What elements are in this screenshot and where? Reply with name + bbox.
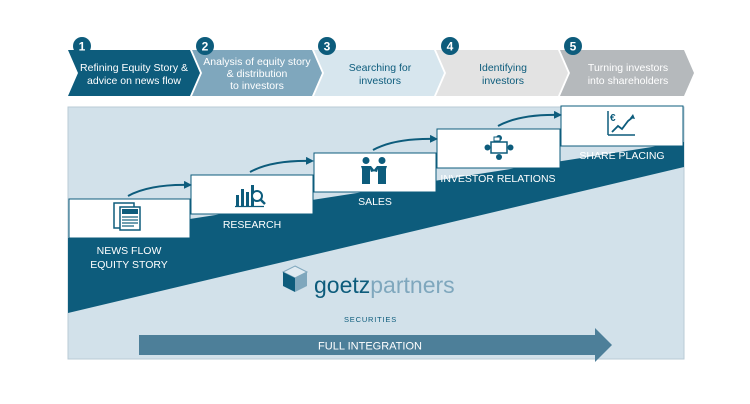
- stage-box-research: [190, 174, 314, 215]
- step-1-number: 1: [79, 40, 86, 54]
- step-1-label-line-2: advice on news flow: [87, 75, 181, 87]
- stage-label-news-flow-line-2: EQUITY STORY: [90, 259, 168, 271]
- connector-arrows: [127, 110, 562, 197]
- step-5-badge: [564, 37, 582, 55]
- newspaper-icon: [113, 202, 141, 231]
- connector-arrow-3: [372, 134, 438, 151]
- logo-wordmark: goetzpartners: [314, 272, 455, 298]
- step-2-label-line-1: Analysis of equity story: [203, 56, 311, 68]
- step-5-label-line-2: into shareholders: [588, 75, 669, 87]
- growth-wedge: [68, 142, 684, 313]
- connector-arrow-1: [127, 180, 192, 197]
- research-chart-icon: [235, 185, 266, 208]
- step-1-chevron: [68, 50, 200, 96]
- stage-label-research: RESEARCH: [223, 219, 281, 231]
- step-3-number: 3: [324, 40, 331, 54]
- step-1-label-line-1: Refining Equity Story &: [80, 62, 188, 74]
- cube-logo-icon: [281, 265, 309, 292]
- stage-labels: NEWS FLOW EQUITY STORY RESEARCH SALES IN…: [90, 150, 664, 271]
- step-3-label-line-2: investors: [359, 75, 401, 87]
- stage-label-sales: SALES: [358, 196, 392, 208]
- step-2-label-line-2: & distribution: [227, 68, 288, 80]
- logo-wordmark-part-1: goetz: [314, 272, 370, 298]
- step-4-number: 4: [447, 40, 454, 54]
- logo-subtitle: SECURITIES: [344, 315, 397, 324]
- stage-label-share-placing: SHARE PLACING: [579, 150, 664, 162]
- company-logo: goetzpartners SECURITIES: [281, 265, 455, 324]
- stage-box-share-placing: [560, 105, 684, 147]
- step-1-badge: [73, 37, 91, 55]
- step-2-badge: [196, 37, 214, 55]
- step-4-label-line-1: Identifying: [479, 62, 527, 74]
- step-4-label-line-2: investors: [482, 75, 524, 87]
- connector-arrow-2: [249, 156, 314, 173]
- step-5-number: 5: [570, 40, 577, 54]
- step-2-number: 2: [202, 40, 209, 54]
- svg-text:€: €: [610, 113, 616, 124]
- step-4-badge: [441, 37, 459, 55]
- process-steps: 1 2 3 4 5 Refining Equity Story & advice…: [68, 37, 694, 96]
- stage-label-news-flow-line-1: NEWS FLOW: [97, 245, 162, 257]
- step-4-chevron: [436, 50, 568, 96]
- full-integration-arrow: FULL INTEGRATION: [139, 328, 612, 362]
- connector-arrow-4: [497, 110, 562, 127]
- step-3-badge: [318, 37, 336, 55]
- step-3-chevron: [314, 50, 444, 96]
- meeting-table-icon: [484, 135, 514, 160]
- integration-arrow-shape: [139, 328, 612, 362]
- step-5-chevron: [560, 50, 694, 96]
- handshake-icon: [361, 157, 387, 184]
- logo-wordmark-part-2: partners: [370, 272, 454, 298]
- step-2-chevron: [192, 50, 322, 96]
- stage-box-sales: [313, 152, 437, 193]
- euro-growth-chart-icon: €: [607, 111, 635, 136]
- stage-label-investor-relations: INVESTOR RELATIONS: [440, 173, 555, 185]
- step-3-label-line-1: Searching for: [349, 62, 412, 74]
- integration-label: FULL INTEGRATION: [318, 341, 422, 353]
- step-5-label-line-1: Turning investors: [588, 62, 668, 74]
- step-2-label-line-3: to investors: [230, 80, 284, 92]
